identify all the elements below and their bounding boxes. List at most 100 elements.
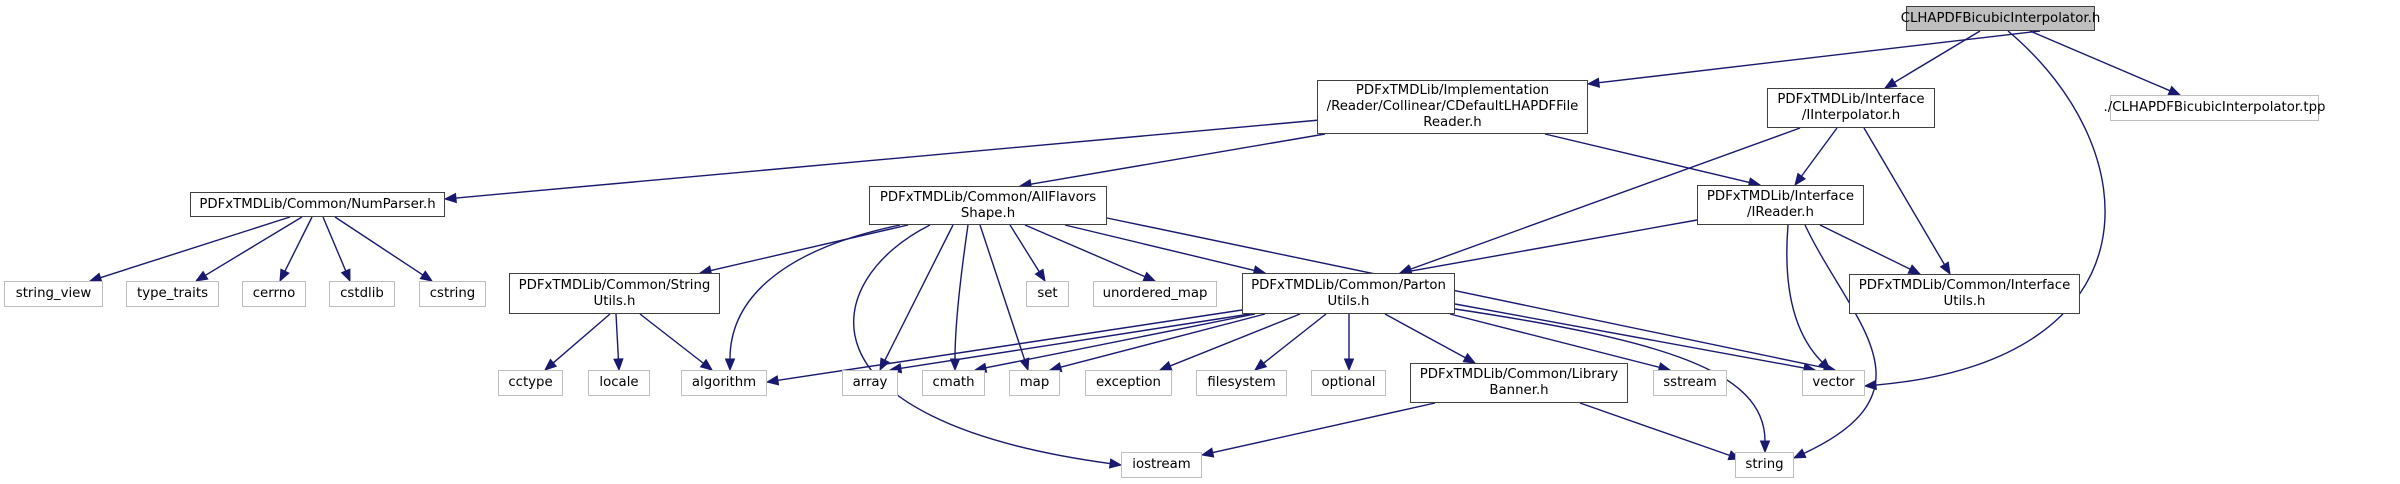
arrowhead-icon: [194, 270, 209, 282]
arrowhead-icon: [1343, 358, 1355, 372]
edge-stringutils-to-cctype: [552, 313, 611, 364]
edge-allflavors-to-array: [884, 224, 954, 361]
edge-stringutils-to-algorithm: [639, 313, 704, 364]
edge-partonutils-to-vector: [1454, 303, 1805, 369]
edge-allflavors-to-cmath: [954, 224, 969, 360]
node-numparser[interactable]: PDFxTMDLib/Common/NumParser.h: [190, 192, 445, 217]
node-iinterp[interactable]: PDFxTMDLib/Interface /IInterpolator.h: [1767, 88, 1935, 128]
node-type-traits: type_traits: [126, 281, 219, 307]
node-label: cstring: [429, 286, 476, 301]
arrowhead-icon: [1158, 360, 1173, 371]
edge-iinterp-to-partonutils: [1410, 127, 1801, 270]
edge-allflavors-to-map: [979, 224, 1026, 360]
edge-allflavors-to-stringutils: [710, 224, 909, 272]
edge-allflavors-to-unordered_map: [1024, 224, 1146, 278]
node-cmath: cmath: [922, 370, 985, 396]
node-label: PDFxTMDLib/Common/NumParser.h: [199, 196, 436, 212]
node-label: vector: [1812, 375, 1855, 390]
edge-root-to-tpp: [2029, 30, 2171, 92]
node-exception: exception: [1085, 370, 1172, 396]
edge-cdefault-to-numparser: [455, 119, 1321, 199]
node-label: cmath: [932, 375, 975, 390]
node-cstdlib: cstdlib: [329, 281, 395, 307]
arrowhead-icon: [699, 358, 714, 371]
node-vector: vector: [1802, 370, 1865, 396]
node-label: locale: [599, 375, 639, 390]
node-cdefault[interactable]: PDFxTMDLib/Implementation /Reader/Collin…: [1317, 80, 1588, 134]
arrowhead-icon: [1108, 458, 1123, 469]
edge-allflavors-to-vector: [1106, 217, 1825, 369]
edge-partonutils-to-cmath: [985, 313, 1256, 369]
edge-partonutils-to-exception: [1169, 313, 1301, 367]
edge-allflavors-to-iostream: [852, 224, 1111, 465]
edge-ireader-to-interfaceutils: [1819, 224, 1911, 270]
arrowhead-icon: [2167, 85, 2182, 96]
node-label: PDFxTMDLib/Implementation /Reader/Collin…: [1326, 83, 1579, 130]
arrowhead-icon: [1794, 172, 1807, 187]
node-stringutils[interactable]: PDFxTMDLib/Common/String Utils.h: [509, 273, 720, 314]
node-sstream: sstream: [1653, 370, 1727, 396]
edge-numparser-to-cerrno: [284, 216, 313, 272]
arrowhead-icon: [1818, 358, 1831, 371]
node-label: string_view: [15, 286, 92, 301]
arrowhead-icon: [1907, 264, 1922, 275]
node-cerrno: cerrno: [242, 281, 306, 307]
node-allflavors[interactable]: PDFxTMDLib/Common/AllFlavors Shape.h: [869, 186, 1107, 225]
node-map: map: [1009, 370, 1060, 396]
arrowhead-icon: [1142, 271, 1157, 282]
edge-root-to-cdefault: [1598, 30, 2041, 84]
arrowhead-icon: [340, 268, 351, 283]
edge-partonutils-to-algorithm: [777, 309, 1243, 382]
node-ireader[interactable]: PDFxTMDLib/Interface /IReader.h: [1697, 185, 1864, 225]
node-label: sstream: [1663, 375, 1717, 390]
node-label: PDFxTMDLib/Interface /IInterpolator.h: [1777, 92, 1925, 123]
node-librarybanner[interactable]: PDFxTMDLib/Common/Library Banner.h: [1410, 363, 1628, 403]
edge-allflavors-to-partonutils: [1064, 224, 1255, 272]
edge-partonutils-to-map: [1060, 313, 1266, 368]
edge-ireader-to-partonutils: [1410, 219, 1698, 272]
node-label: cerrno: [252, 286, 296, 301]
node-label: ./CLHAPDFBicubicInterpolator.tpp: [2103, 100, 2326, 115]
edge-partonutils-to-filesystem: [1263, 313, 1327, 364]
node-label: optional: [1321, 375, 1376, 390]
edge-partonutils-to-string: [1454, 308, 1766, 442]
node-set: set: [1026, 281, 1069, 307]
node-label: PDFxTMDLib/Common/Library Banner.h: [1419, 367, 1619, 398]
node-label: algorithm: [691, 375, 757, 390]
edge-iinterp-to-ireader: [1800, 127, 1838, 177]
edge-librarybanner-to-iostream: [1212, 402, 1436, 454]
edge-allflavors-to-algorithm: [729, 224, 901, 360]
node-label: map: [1019, 375, 1050, 390]
node-array: array: [842, 370, 898, 396]
arrowhead-icon: [279, 268, 290, 283]
node-interfaceutils[interactable]: PDFxTMDLib/Common/Interface Utils.h: [1849, 274, 2080, 314]
edge-numparser-to-string_view: [100, 216, 291, 279]
edge-numparser-to-type_traits: [205, 216, 303, 276]
node-tpp: ./CLHAPDFBicubicInterpolator.tpp: [2104, 95, 2325, 121]
node-algorithm: algorithm: [681, 370, 767, 396]
node-label: iostream: [1132, 457, 1191, 472]
arrowhead-icon: [724, 358, 736, 372]
node-filesystem: filesystem: [1196, 370, 1287, 396]
node-label: type_traits: [136, 286, 209, 301]
node-label: string: [1745, 457, 1784, 472]
node-string-view: string_view: [4, 281, 103, 307]
edge-stringutils-to-locale: [615, 313, 620, 360]
arrowhead-icon: [949, 358, 961, 372]
arrowhead-icon: [1939, 261, 1951, 276]
node-cstring: cstring: [419, 281, 486, 307]
node-label: set: [1037, 286, 1058, 301]
arrowhead-icon: [1586, 77, 1601, 88]
node-partonutils[interactable]: PDFxTMDLib/Common/Parton Utils.h: [1242, 273, 1455, 314]
node-label: PDFxTMDLib/Interface /IReader.h: [1706, 189, 1855, 220]
arrowhead-icon: [1863, 379, 1877, 391]
arrowhead-icon: [1759, 440, 1771, 454]
node-label: unordered_map: [1102, 286, 1208, 301]
node-optional: optional: [1311, 370, 1386, 396]
arrowhead-icon: [1462, 352, 1477, 364]
edge-ireader-to-vector: [1786, 224, 1823, 363]
node-label: array: [852, 375, 888, 390]
arrowhead-icon: [443, 192, 457, 204]
node-label: PDFxTMDLib/Common/Parton Utils.h: [1251, 277, 1446, 309]
node-label: cstdlib: [340, 286, 384, 301]
